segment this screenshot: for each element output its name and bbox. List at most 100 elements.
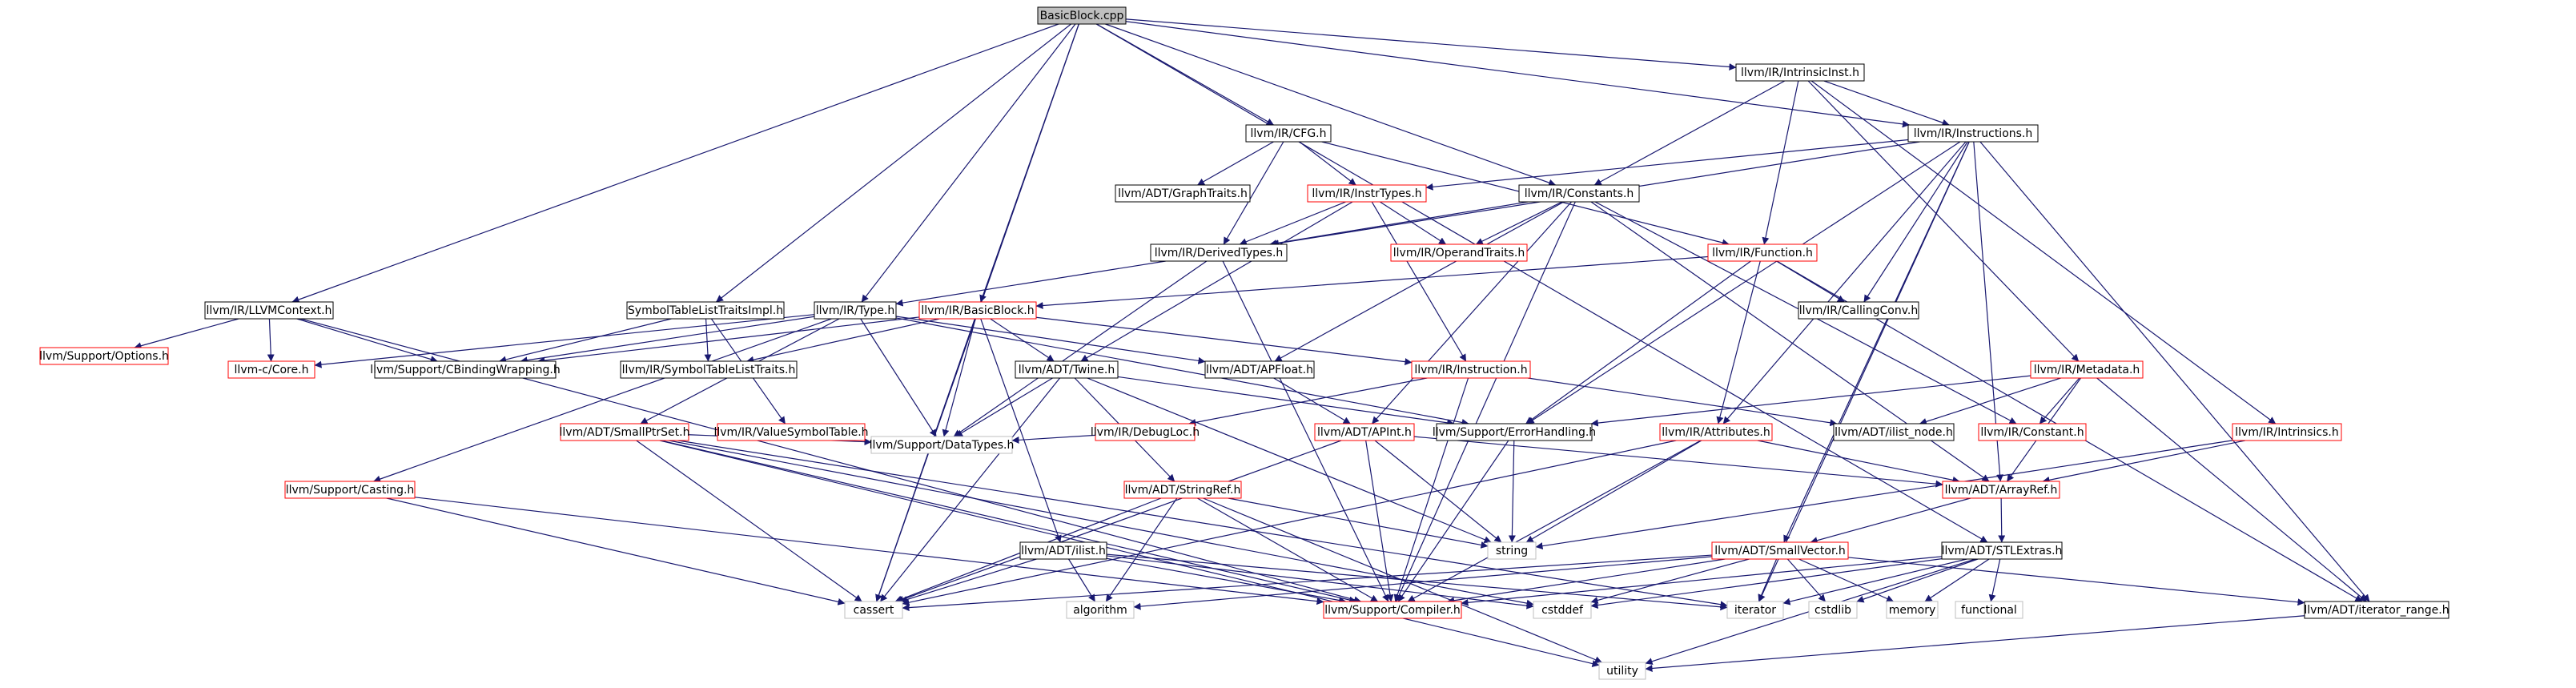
node-instruction-h[interactable]: llvm/IR/Instruction.h <box>1411 360 1531 379</box>
node-apint-h[interactable]: llvm/ADT/APInt.h <box>1314 423 1415 441</box>
node-functional: functional <box>1955 601 2023 619</box>
node-box <box>1598 662 1646 680</box>
edge-basicblock_h-to-datatypes_h <box>942 318 976 437</box>
node-casting-h[interactable]: llvm/Support/Casting.h <box>284 481 416 499</box>
node-box <box>620 360 798 379</box>
node-errorhandling-h[interactable]: llvm/Support/ErrorHandling.h <box>1433 423 1596 441</box>
node-label: llvm/ADT/GraphTraits.h <box>1118 187 1248 200</box>
edge-basicblock_cpp-to-intrinsicinst_h <box>1125 18 1737 70</box>
node-intrinsics-h[interactable]: llvm/IR/Intrinsics.h <box>2232 423 2342 441</box>
node-smallptrset-h[interactable]: llvm/ADT/SmallPtrSet.h <box>560 423 690 441</box>
node-llvmcontext-h[interactable]: llvm/IR/LLVMContext.h <box>204 301 334 320</box>
node-twine-h[interactable]: llvm/ADT/Twine.h <box>1015 360 1119 379</box>
node-box <box>1533 601 1592 619</box>
node-instrtypes-h[interactable]: llvm/IR/InstrTypes.h <box>1307 184 1427 203</box>
edge-smallvector_h-to-cassert <box>902 554 1713 612</box>
node-smallvector-h[interactable]: llvm/ADT/SmallVector.h <box>1711 541 1849 560</box>
node-symtabtraits-h[interactable]: llvm/IR/SymbolTableListTraits.h <box>620 360 798 379</box>
node-derivedtypes-h[interactable]: llvm/IR/DerivedTypes.h <box>1150 243 1288 262</box>
node-basicblock-h[interactable]: llvm/IR/BasicBlock.h <box>918 301 1037 320</box>
edge-cfg_h-to-instrtypes_h <box>1299 141 1356 186</box>
edge-instruction_h-to-debugloc_h <box>1188 377 1428 426</box>
node-ilist-h[interactable]: llvm/ADT/ilist.h <box>1019 541 1107 560</box>
node-label: llvm/ADT/ilist.h <box>1021 545 1106 557</box>
node-operandtraits-h[interactable]: llvm/IR/OperandTraits.h <box>1390 243 1528 262</box>
edge-errorhandling_h-to-string <box>1508 440 1516 543</box>
node-box <box>560 423 689 441</box>
node-box <box>1204 360 1315 379</box>
node-box <box>1707 243 1818 262</box>
node-box <box>1886 601 1939 619</box>
edge-constants_h-to-compiler_h <box>1396 201 1576 602</box>
node-iterator-range-h[interactable]: llvm/ADT/iterator_range.h <box>2304 601 2449 619</box>
edge-constants_h-to-derivedtypes_h <box>1269 201 1529 247</box>
node-debugloc-h[interactable]: llvm/IR/DebugLoc.h <box>1091 423 1200 441</box>
edge-intrinsics_h-to-string <box>1535 440 2233 550</box>
node-constant-h[interactable]: llvm/IR/Constant.h <box>1978 423 2087 441</box>
node-function-h[interactable]: llvm/IR/Function.h <box>1707 243 1818 262</box>
node-core-h[interactable]: llvm-c/Core.h <box>227 360 315 379</box>
node-box <box>1307 184 1427 203</box>
edge-debugloc_h-to-datatypes_h <box>1011 434 1096 444</box>
node-box <box>626 301 785 320</box>
node-label: llvm/IR/Intrinsics.h <box>2235 426 2339 439</box>
edge-apint_h-to-arrayref_h <box>1413 436 1943 488</box>
edge-constants_h-to-apint_h <box>1371 201 1573 424</box>
edge-type_h-to-cbinding_h <box>520 316 815 364</box>
node-options-h[interactable]: llvm/Support/Options.h <box>39 347 169 365</box>
node-valuesymtab-h[interactable]: llvm/IR/ValueSymbolTable.h <box>713 423 869 441</box>
node-arrayref-h[interactable]: llvm/ADT/ArrayRef.h <box>1942 481 2060 499</box>
node-box <box>1711 541 1849 560</box>
node-box <box>1066 601 1135 619</box>
node-apfloat-h[interactable]: llvm/ADT/APFloat.h <box>1204 360 1315 379</box>
edges-layer <box>134 18 2370 672</box>
node-basicblock-cpp[interactable]: BasicBlock.cpp <box>1037 6 1127 25</box>
edge-intrinsicinst_h-to-intrinsics_h <box>1810 80 2277 424</box>
edge-basicblock_cpp-to-instructions_h <box>1125 21 1910 128</box>
edge-derivedtypes_h-to-compiler_h <box>1222 260 1389 602</box>
edge-symtabtraitsimpl_h-to-cbinding_h <box>499 318 672 364</box>
node-cbinding-h[interactable]: llvm/Support/CBindingWrapping.h <box>370 360 561 379</box>
edge-attributes_h-to-arrayref_h <box>1757 440 1960 484</box>
node-compiler-h[interactable]: llvm/Support/Compiler.h <box>1323 601 1462 619</box>
node-symtabtraitsimpl-h[interactable]: SymbolTableListTraitsImpl.h <box>626 301 785 320</box>
node-box <box>1659 423 1773 441</box>
edge-type_h-to-datatypes_h <box>860 318 937 437</box>
node-constants-h[interactable]: llvm/IR/Constants.h <box>1518 184 1640 203</box>
node-label: llvm/Support/Options.h <box>39 350 169 363</box>
node-ilist-node-h[interactable]: llvm/ADT/ilist_node.h <box>1833 423 1955 441</box>
node-label: llvm/IR/Instruction.h <box>1414 364 1527 376</box>
edge-arrayref_h-to-stlextras_h <box>1998 497 2006 543</box>
node-callingconv-h[interactable]: llvm/IR/CallingConv.h <box>1798 301 1919 320</box>
node-box <box>1942 481 2060 499</box>
node-label: SymbolTableListTraitsImpl.h <box>628 304 783 317</box>
node-label: llvm/IR/CallingConv.h <box>1799 304 1919 317</box>
edge-smallptrset_h-to-iterator <box>677 440 1728 609</box>
edge-intrinsics_h-to-arrayref_h <box>2042 440 2246 484</box>
edge-casting_h-to-cassert <box>386 497 846 606</box>
edge-twine_h-to-cassert <box>879 377 1061 602</box>
node-metadata-h[interactable]: llvm/IR/Metadata.h <box>2030 360 2144 379</box>
node-cfg-h[interactable]: llvm/IR/CFG.h <box>1245 124 1332 143</box>
node-cstdlib: cstdlib <box>1808 601 1858 619</box>
node-stlextras-h[interactable]: llvm/ADT/STLExtras.h <box>1941 541 2063 560</box>
edge-llvmcontext_h-to-cbinding_h <box>296 318 438 363</box>
node-label: functional <box>1961 604 2017 617</box>
edge-stlextras_h-to-cstdlib <box>1856 558 1979 603</box>
node-box <box>1015 360 1119 379</box>
edge-type_h-to-apfloat_h <box>895 316 1206 364</box>
edge-smallptrset_h-to-compiler_h <box>661 440 1357 604</box>
edge-derivedtypes_h-to-type_h <box>895 260 1166 307</box>
edge-instructions_h-to-iterator_range_h <box>1979 141 2370 602</box>
node-type-h[interactable]: llvm/IR/Type.h <box>814 301 897 320</box>
node-graphtraits-h[interactable]: llvm/ADT/GraphTraits.h <box>1115 184 1251 203</box>
node-label: llvm/IR/Type.h <box>816 304 894 317</box>
node-intrinsicinst-h[interactable]: llvm/IR/IntrinsicInst.h <box>1735 63 1865 82</box>
node-instructions-h[interactable]: llvm/IR/Instructions.h <box>1907 124 2039 143</box>
edge-smallvector_h-to-cstdlib <box>1786 558 1827 602</box>
node-attributes-h[interactable]: llvm/IR/Attributes.h <box>1659 423 1773 441</box>
edge-ilist_h-to-cassert <box>900 558 1037 603</box>
edge-function_h-to-basicblock_h <box>1035 255 1709 309</box>
node-stringref-h[interactable]: llvm/ADT/StringRef.h <box>1123 481 1242 499</box>
edge-arrayref_h-to-smallvector_h <box>1810 497 1971 545</box>
